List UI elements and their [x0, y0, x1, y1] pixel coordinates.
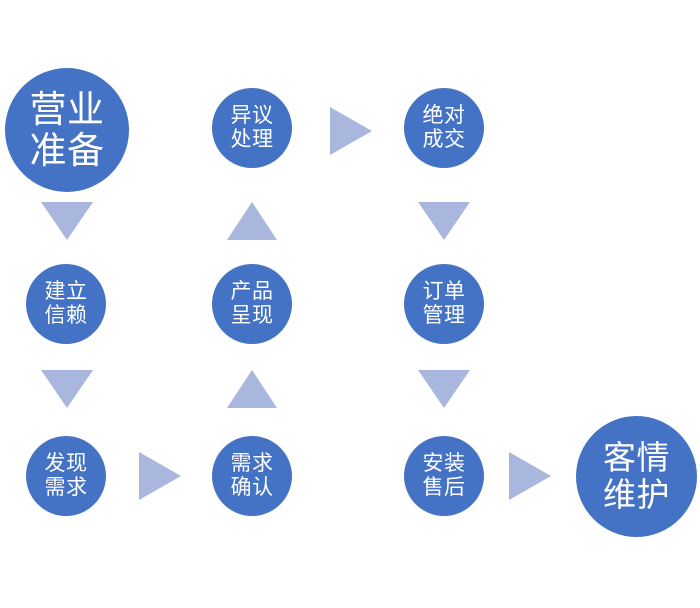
- arrow-right-icon-row3-col3-to-col4: [509, 452, 551, 500]
- node-label: 建立 信赖: [44, 279, 88, 327]
- node-jianli-xinlai[interactable]: 建立 信赖: [26, 264, 106, 344]
- arrow-up-icon-col2-row2-to-row1: [227, 202, 277, 240]
- node-yingye-zhunbei[interactable]: 营业 准备: [5, 68, 129, 192]
- node-dingdan-guanli[interactable]: 订单 管理: [404, 264, 484, 344]
- arrow-up-icon-col2-row3-to-row2: [227, 370, 277, 408]
- node-label: 需求 确认: [230, 451, 274, 499]
- node-juedui-chengjiao[interactable]: 绝对 成交: [404, 88, 484, 168]
- node-anzhuang-shouhou[interactable]: 安装 售后: [404, 436, 484, 516]
- arrow-right-icon-row3-col1-to-col2: [139, 452, 181, 500]
- node-label: 订单 管理: [422, 279, 466, 327]
- node-label: 绝对 成交: [422, 103, 466, 151]
- node-label: 客情 维护: [603, 437, 670, 514]
- node-label: 营业 准备: [29, 87, 105, 172]
- node-xuqiu-queren[interactable]: 需求 确认: [212, 436, 292, 516]
- node-yiyi-chuli[interactable]: 异议 处理: [212, 88, 292, 168]
- arrow-down-icon-col1-row1-to-row2: [41, 202, 93, 240]
- node-label: 安装 售后: [422, 451, 466, 499]
- node-keqing-weihu[interactable]: 客情 维护: [576, 416, 697, 537]
- node-faxian-xuqiu[interactable]: 发现 需求: [26, 436, 106, 516]
- node-chanpin-chengxian[interactable]: 产品 呈现: [212, 264, 292, 344]
- arrow-down-icon-col3-row2-to-row3: [418, 370, 470, 408]
- arrow-down-icon-col3-row1-to-row2: [418, 202, 470, 240]
- arrow-down-icon-col1-row2-to-row3: [41, 370, 93, 408]
- node-label: 发现 需求: [44, 451, 88, 499]
- node-label: 异议 处理: [230, 103, 274, 151]
- node-label: 产品 呈现: [230, 279, 274, 327]
- arrow-right-icon-row1-col2-to-col3: [330, 107, 372, 155]
